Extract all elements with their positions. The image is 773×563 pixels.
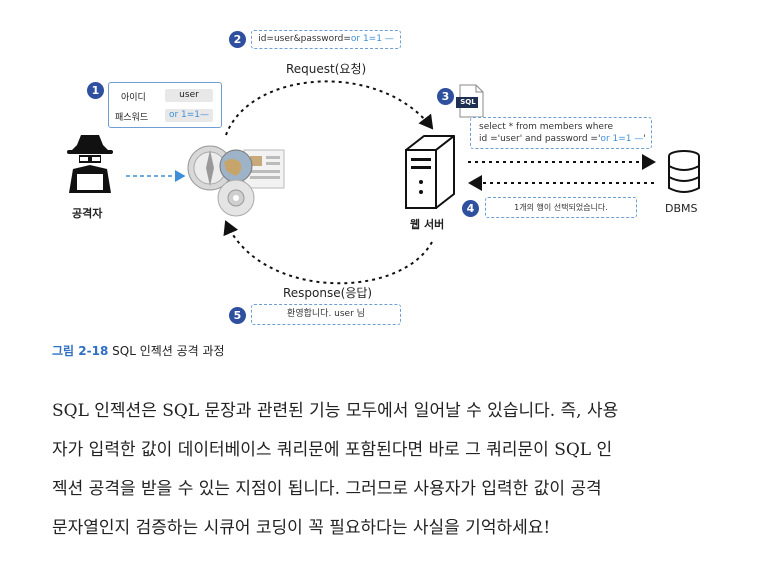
password-field-label: 패스워드 [115,113,149,123]
attacker-label: 공격자 [72,207,103,220]
response-message-box: 환영합니다. user 님 [251,304,401,325]
login-form-box: 아이디 user 패스워드 or 1=1— [108,82,222,128]
db-result-box: 1개의 행이 선택되었습니다. [485,197,637,218]
step-badge-1: 1 [87,82,104,99]
body-line: 문자열인지 검증하는 시큐어 코딩이 꼭 필요하다는 사실을 기억하세요! [52,518,551,538]
body-line: 자가 입력한 값이 데이터베이스 쿼리문에 포함된다면 바로 그 쿼리문이 SQ… [52,440,613,460]
step-badge-4: 4 [462,200,479,217]
figure-caption: 그림 2-18 SQL 인젝션 공격 과정 [52,342,225,359]
web-server-icon [405,135,455,209]
id-field-label: 아이디 [121,93,146,103]
sql-query-line-2-prefix: id ='user' and password =' [479,134,601,144]
sql-file-label: SQL [460,98,476,106]
response-label: Response(응답) [283,286,373,300]
figure-title: SQL 인젝션 공격 과정 [112,344,225,358]
web-server-label: 웹 서버 [410,218,445,231]
db-result-text: 1개의 행이 선택되었습니다. [514,203,608,212]
sql-query-line-1: select * from members where [479,122,613,132]
response-message: 환영합니다. user 님 [287,309,365,319]
attacker-icon [67,135,113,193]
password-field: or 1=1— [165,109,213,122]
sql-file-icon [456,84,484,118]
body-paragraph: SQL 인젝션은 SQL 문장과 관련된 기능 모두에서 일어날 수 있습니다.… [52,392,742,548]
request-payload-prefix: id=user&password= [258,34,351,44]
sql-query-injection: or 1=1 — [600,134,644,144]
step-badge-5: 5 [229,307,246,324]
diagram-connectors [126,80,656,285]
request-label: Request(요청) [286,62,367,76]
response-arrow [223,220,433,285]
sql-query-line-2-suffix: ' [643,134,646,144]
id-field: user [165,89,213,102]
dbms-icon [668,150,700,193]
body-line: SQL 인젝션은 SQL 문장과 관련된 기능 모두에서 일어날 수 있습니다.… [52,401,619,421]
step-badge-3: 3 [437,88,454,105]
request-payload-injection: or 1=1 — [350,34,394,44]
dbms-label: DBMS [665,202,698,215]
sql-query-box: select * from members where id ='user' a… [470,117,652,149]
body-line: 젝션 공격을 받을 수 있는 지점이 됩니다. 그러므로 사용자가 입력한 값이… [52,479,602,499]
figure-number: 그림 2-18 [52,344,109,358]
request-arrow [225,80,434,136]
sql-query-line-2: id ='user' and password ='or 1=1 —' [479,133,651,145]
request-payload-box: id=user&password=or 1=1 — [251,30,401,49]
browser-icon [187,145,285,217]
step-badge-2: 2 [229,31,246,48]
